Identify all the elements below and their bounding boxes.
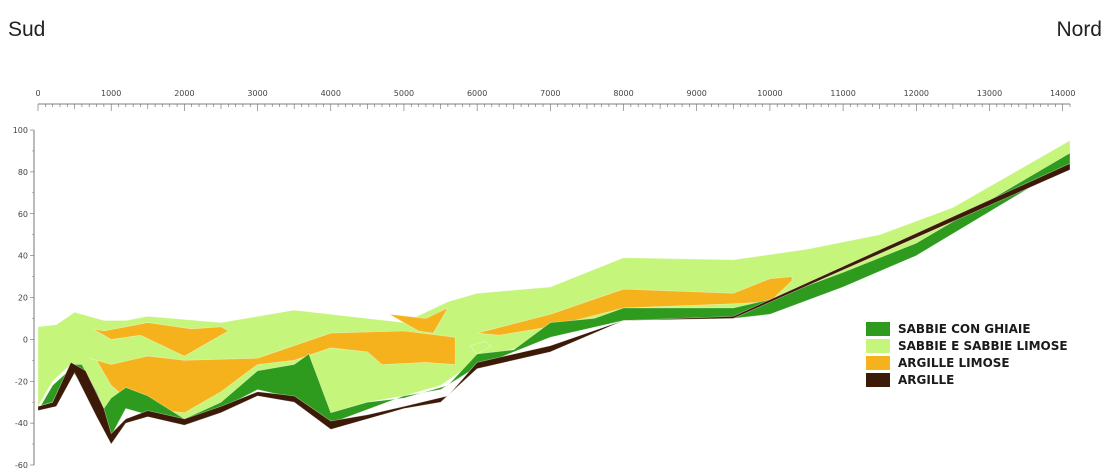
y-tick-label: -40 (15, 419, 28, 428)
y-tick-label: 60 (18, 210, 28, 219)
y-tick-label: 20 (18, 294, 28, 303)
x-tick-label: 13000 (977, 89, 1002, 98)
direction-label-north: Nord (1056, 18, 1102, 41)
y-tick-label: -20 (15, 377, 28, 386)
legend-label-argille-limose: ARGILLE LIMOSE (898, 356, 1010, 370)
x-tick-label: 5000 (394, 89, 414, 98)
y-axis: 100 80 60 40 20 0 -20 -40 -60 (13, 126, 35, 470)
legend-label-sabbie-e-sabbie-limose: SABBIE E SABBIE LIMOSE (898, 339, 1068, 353)
y-tick-label: 80 (18, 168, 28, 177)
legend-label-sabbie-con-ghiaie: SABBIE CON GHIAIE (898, 322, 1031, 336)
x-tick-label: 12000 (904, 89, 929, 98)
legend-swatch-argille (866, 373, 890, 387)
direction-label-south: Sud (8, 18, 46, 41)
x-tick-label: 7000 (540, 89, 560, 98)
y-tick-label: -60 (15, 461, 28, 470)
x-tick-label: 14000 (1050, 89, 1075, 98)
strata-layers (37, 139, 1071, 445)
x-tick-label: 1000 (101, 89, 121, 98)
legend-swatch-sabbie-e-sabbie-limose (866, 339, 890, 353)
layer-argille-limose (92, 322, 229, 357)
legend-swatch-sabbie-con-ghiaie (866, 322, 890, 336)
legend-label-argille: ARGILLE (898, 373, 954, 387)
layer-argille-limose (389, 307, 449, 334)
x-tick-label: 10000 (757, 89, 782, 98)
x-tick-label: 9000 (687, 89, 707, 98)
y-tick-label: 100 (13, 126, 28, 135)
legend-swatch-argille-limose (866, 356, 890, 370)
x-tick-label: 3000 (247, 89, 267, 98)
legend: SABBIE CON GHIAIE SABBIE E SABBIE LIMOSE A… (866, 322, 1068, 387)
y-tick-label: 0 (23, 335, 28, 344)
x-axis: 0 1000 2000 3000 4000 5000 6000 7000 8000 9000 100… (35, 89, 1075, 111)
x-tick-label: 2000 (174, 89, 194, 98)
x-tick-label: 11000 (830, 89, 855, 98)
x-tick-label: 8000 (613, 89, 633, 98)
x-tick-label: 0 (35, 89, 40, 98)
y-tick-label: 40 (18, 252, 28, 261)
layer-argille (37, 163, 1071, 445)
x-tick-label: 6000 (467, 89, 487, 98)
x-tick-label: 4000 (321, 89, 341, 98)
layer-sabbie-e-sabbie-limose (469, 341, 493, 355)
